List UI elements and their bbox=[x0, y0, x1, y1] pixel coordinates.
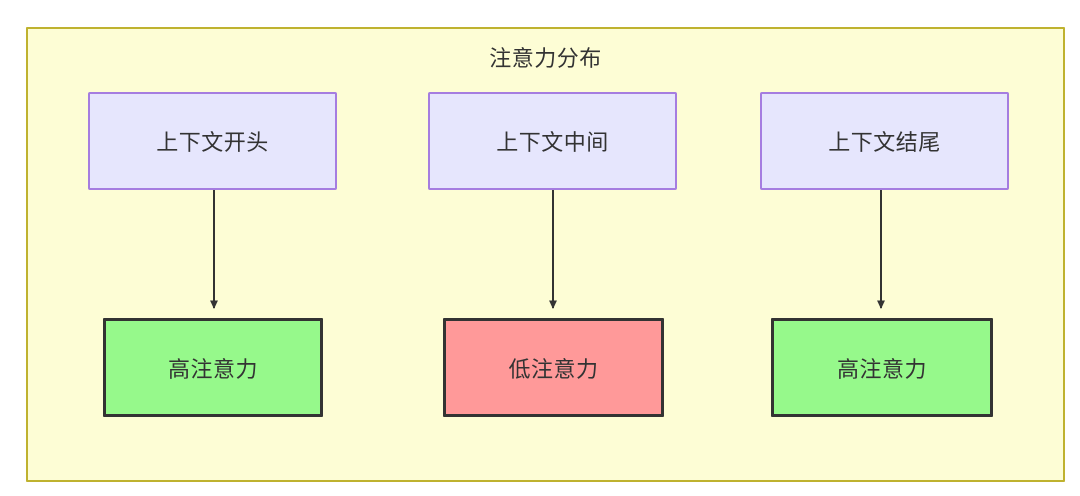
node-context-beginning[interactable]: 上下文开头 bbox=[88, 92, 337, 190]
node-low-attention-middle-label: 低注意力 bbox=[508, 356, 599, 382]
node-high-attention-beginning-label: 高注意力 bbox=[167, 356, 258, 382]
node-high-attention-beginning[interactable]: 高注意力 bbox=[103, 318, 323, 417]
node-context-beginning-label: 上下文开头 bbox=[156, 130, 269, 155]
subgraph-title: 注意力分布 bbox=[489, 46, 602, 71]
node-low-attention-middle[interactable]: 低注意力 bbox=[443, 318, 664, 417]
node-high-attention-end[interactable]: 高注意力 bbox=[771, 318, 993, 417]
node-context-middle[interactable]: 上下文中间 bbox=[428, 92, 677, 190]
node-context-end[interactable]: 上下文结尾 bbox=[760, 92, 1009, 190]
node-context-middle-label: 上下文中间 bbox=[496, 130, 609, 155]
node-high-attention-end-label: 高注意力 bbox=[836, 356, 927, 382]
node-context-end-label: 上下文结尾 bbox=[828, 130, 941, 155]
